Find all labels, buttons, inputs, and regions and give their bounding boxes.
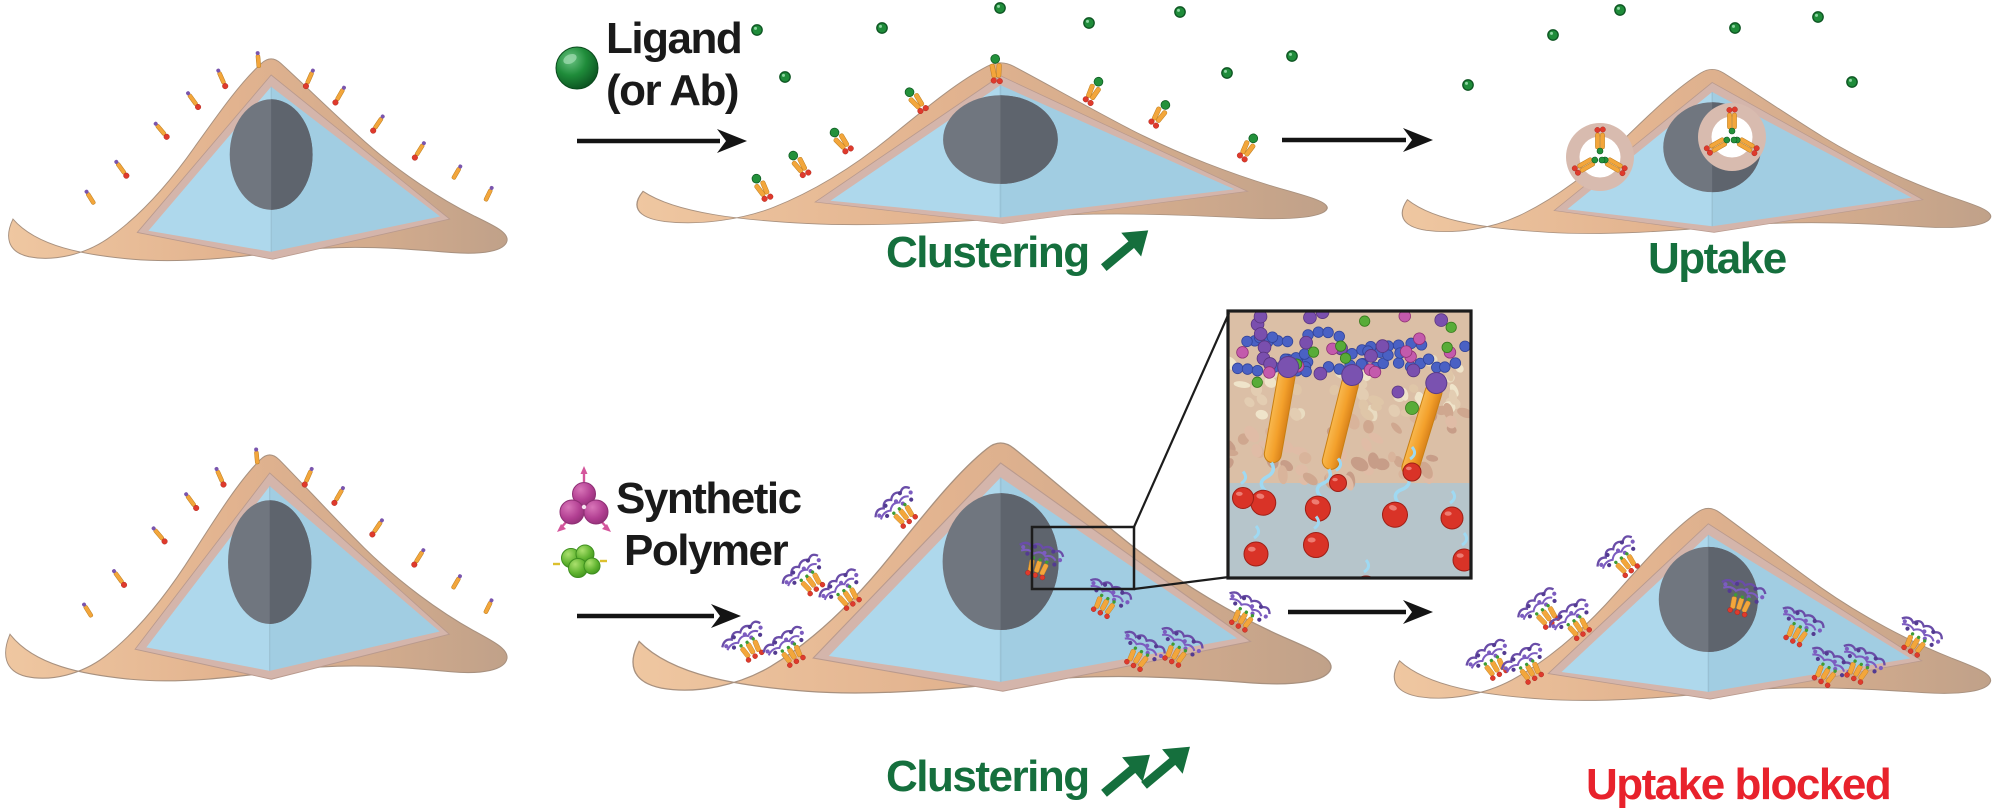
membrane-inset-magnified-view [1228,311,1471,578]
cell-top-left-resting [7,58,508,262]
uptake-blocked-label: Uptake blocked [1586,760,1892,809]
cell-top-right-uptake [1401,68,1992,235]
flow-arrow-bottom-right [1288,600,1433,624]
flow-arrow-top-left [577,129,747,153]
ligand-sphere-icon [555,46,599,90]
clustering-increase-arrows-top [1089,220,1155,288]
synthetic-polymer-label-line2: Polymer [624,526,789,575]
cell-top-middle-clustering [636,61,1328,226]
magenta-trefoil-polymer-icon [557,466,611,532]
inset-zoom-box [1226,309,1473,580]
clustering-text-top: Clustering [886,228,1090,277]
clustering-text-bottom: Clustering [886,752,1090,801]
inset-source-box [1030,525,1136,591]
flow-arrow-top-right [1282,128,1433,152]
ligand-label-line2: (or Ab) [606,66,740,115]
uptake-label: Uptake [1648,234,1787,283]
cell-bottom-right-blocked [1393,507,1992,702]
clustering-label-top-row: Clustering [886,220,1155,288]
clustering-increase-arrows-bottom [1089,736,1197,812]
synthetic-polymer-label-line1: Synthetic [616,474,802,523]
cell-bottom-left-resting [4,454,508,682]
inset-frame-and-callout [1030,309,1473,591]
receptors-and-ligands-layer [82,2,1943,688]
green-globular-polymer-icon [553,544,607,578]
clustering-label-bottom-row: Clustering [886,736,1197,812]
flow-arrow-bottom-left [577,604,741,628]
ligand-label-line1: Ligand [606,14,743,63]
